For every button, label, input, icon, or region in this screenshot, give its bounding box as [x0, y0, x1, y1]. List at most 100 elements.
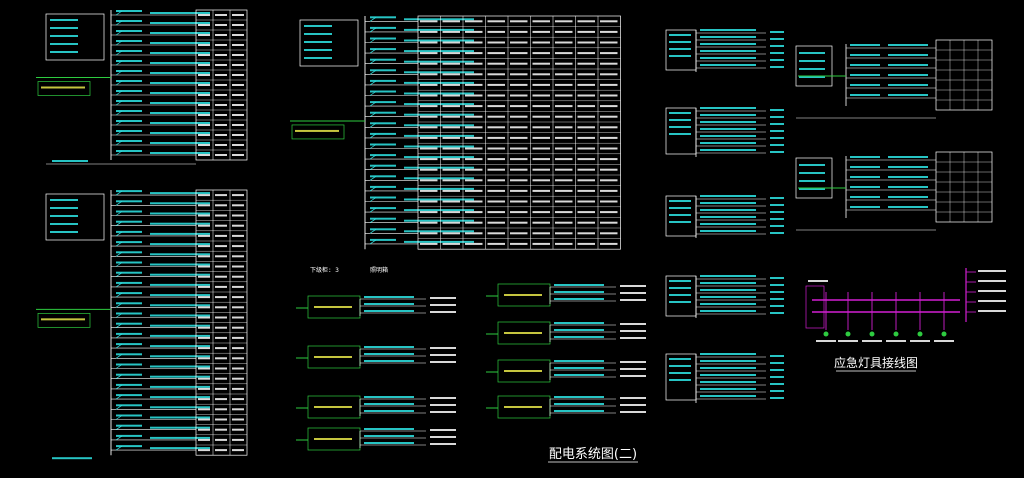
breaker-spec [116, 230, 142, 233]
lamp-icon [893, 331, 899, 337]
table-cell [232, 265, 244, 268]
table-cell [465, 20, 483, 23]
table-cell [577, 200, 595, 203]
breaker-spec [116, 150, 142, 152]
breaker-spec [116, 343, 142, 346]
table-cell [442, 232, 460, 235]
table-cell [232, 408, 244, 411]
incoming-box [45, 13, 105, 61]
table-cell [198, 74, 210, 76]
box-feeder-spec [700, 135, 756, 137]
box-feeder-load [770, 116, 784, 118]
box-feeder-load [770, 130, 784, 132]
table-cell [198, 275, 210, 278]
table-cell [510, 136, 528, 139]
table-cell [232, 316, 244, 319]
control-box-text [314, 306, 352, 308]
lamp-label [934, 340, 954, 342]
box-feeder-spec [700, 29, 756, 31]
table-cell [420, 20, 438, 23]
table-cell [487, 242, 505, 245]
control-out-spec [554, 291, 604, 293]
cable-spec [404, 28, 474, 31]
table-cell [510, 115, 528, 118]
control-out-load [620, 323, 646, 325]
table-cell [420, 73, 438, 76]
table-cell [215, 418, 227, 421]
table-cell [215, 316, 227, 319]
breaker-spec [116, 100, 142, 102]
sub-panel-text [799, 60, 825, 62]
table-cell [532, 168, 550, 171]
box-text [669, 280, 691, 282]
box-text [669, 207, 691, 209]
control-box-text [504, 332, 542, 334]
table-cell [555, 30, 573, 33]
table-cell [442, 242, 460, 245]
table-cell [232, 34, 244, 36]
breaker-spec [370, 111, 396, 114]
sub-feeder-cable [888, 176, 928, 178]
sub-feeder-spec [850, 44, 880, 46]
table-cell [198, 84, 210, 86]
box-feeder-load [770, 137, 784, 139]
table-cell [555, 94, 573, 97]
table-cell [198, 144, 210, 146]
table-cell [532, 62, 550, 65]
table-cell [577, 52, 595, 55]
sub-panel-text [799, 68, 825, 70]
cable-spec [150, 232, 210, 235]
table-cell [420, 232, 438, 235]
control-box-text [504, 294, 542, 296]
table-cell [487, 189, 505, 192]
table-cell [465, 232, 483, 235]
table-cell [600, 147, 618, 150]
cable-spec [150, 22, 210, 24]
table-cell [532, 83, 550, 86]
table-cell [465, 52, 483, 55]
breaker-spec [116, 424, 142, 427]
table-cell [600, 30, 618, 33]
box-feeder-spec [700, 367, 756, 369]
table-cell [198, 326, 210, 329]
table-cell [600, 20, 618, 23]
table-cell [487, 136, 505, 139]
panel-schedule-a [36, 9, 248, 165]
table-cell [232, 124, 244, 126]
box-feeder-spec [700, 353, 756, 355]
table-cell [487, 158, 505, 161]
table-cell [215, 14, 227, 16]
control-out-load [430, 397, 456, 399]
table-cell [600, 168, 618, 171]
table-cell [420, 105, 438, 108]
sub-feeder-spec [850, 64, 880, 66]
control-box-text [504, 370, 542, 372]
breaker-spec [116, 302, 142, 305]
table-cell [532, 94, 550, 97]
box-feeder-spec [700, 64, 756, 66]
table-cell [215, 194, 227, 197]
table-cell [487, 41, 505, 44]
cable-spec [150, 92, 210, 94]
incoming-box [45, 193, 105, 241]
table-cell [198, 114, 210, 116]
table-cell [442, 73, 460, 76]
breaker-spec [116, 80, 142, 82]
cable-spec [404, 219, 474, 222]
table-cell [510, 30, 528, 33]
table-cell [215, 84, 227, 86]
table-cell [198, 428, 210, 431]
box-feeder-spec [700, 310, 756, 312]
table-cell [215, 64, 227, 66]
table-cell [198, 34, 210, 36]
table-cell [232, 438, 244, 441]
table-cell [465, 126, 483, 129]
box-feeder-load [770, 218, 784, 220]
incoming-box [299, 19, 359, 67]
table-cell [198, 124, 210, 126]
table-cell [442, 115, 460, 118]
control-box-text [314, 406, 352, 408]
breaker-spec [370, 16, 396, 19]
cable-spec [150, 436, 210, 439]
table-cell [510, 73, 528, 76]
